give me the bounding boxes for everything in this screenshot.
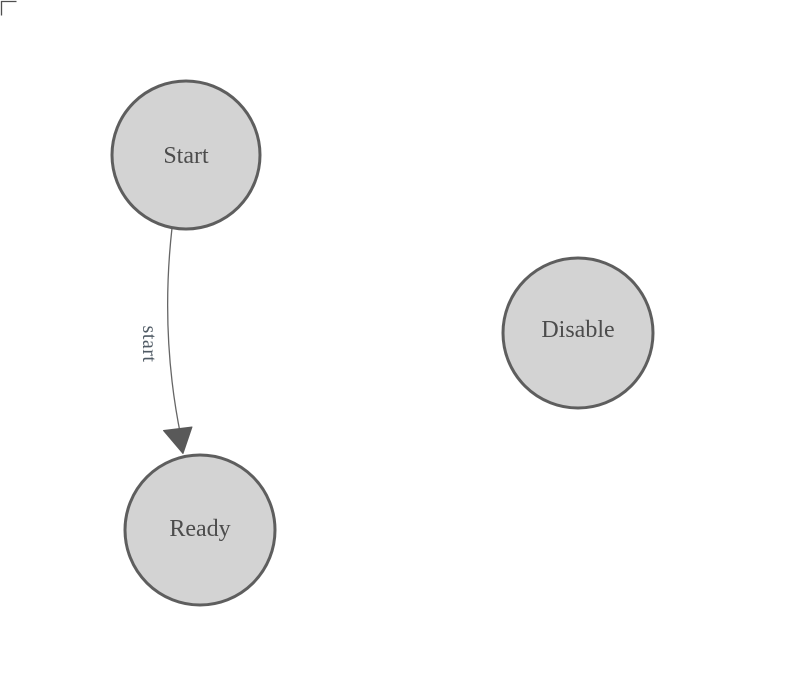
edge-label: start (138, 326, 160, 363)
node-ready[interactable]: Ready (123, 453, 277, 607)
node-start-circle[interactable] (110, 79, 262, 231)
node-disable-circle[interactable] (501, 256, 655, 410)
node-ready-circle[interactable] (123, 453, 277, 607)
edge-path (167, 227, 182, 438)
node-ready-label: Ready (169, 516, 230, 542)
node-disable-label: Disable (541, 317, 614, 343)
node-disable[interactable]: Disable (501, 256, 655, 410)
node-start-label: Start (163, 143, 209, 169)
edge-start-to-ready[interactable]: start (138, 227, 193, 454)
node-start[interactable]: Start (110, 79, 262, 231)
canvas-corner-mark (0, 0, 17, 16)
arrowhead-icon (163, 426, 193, 454)
